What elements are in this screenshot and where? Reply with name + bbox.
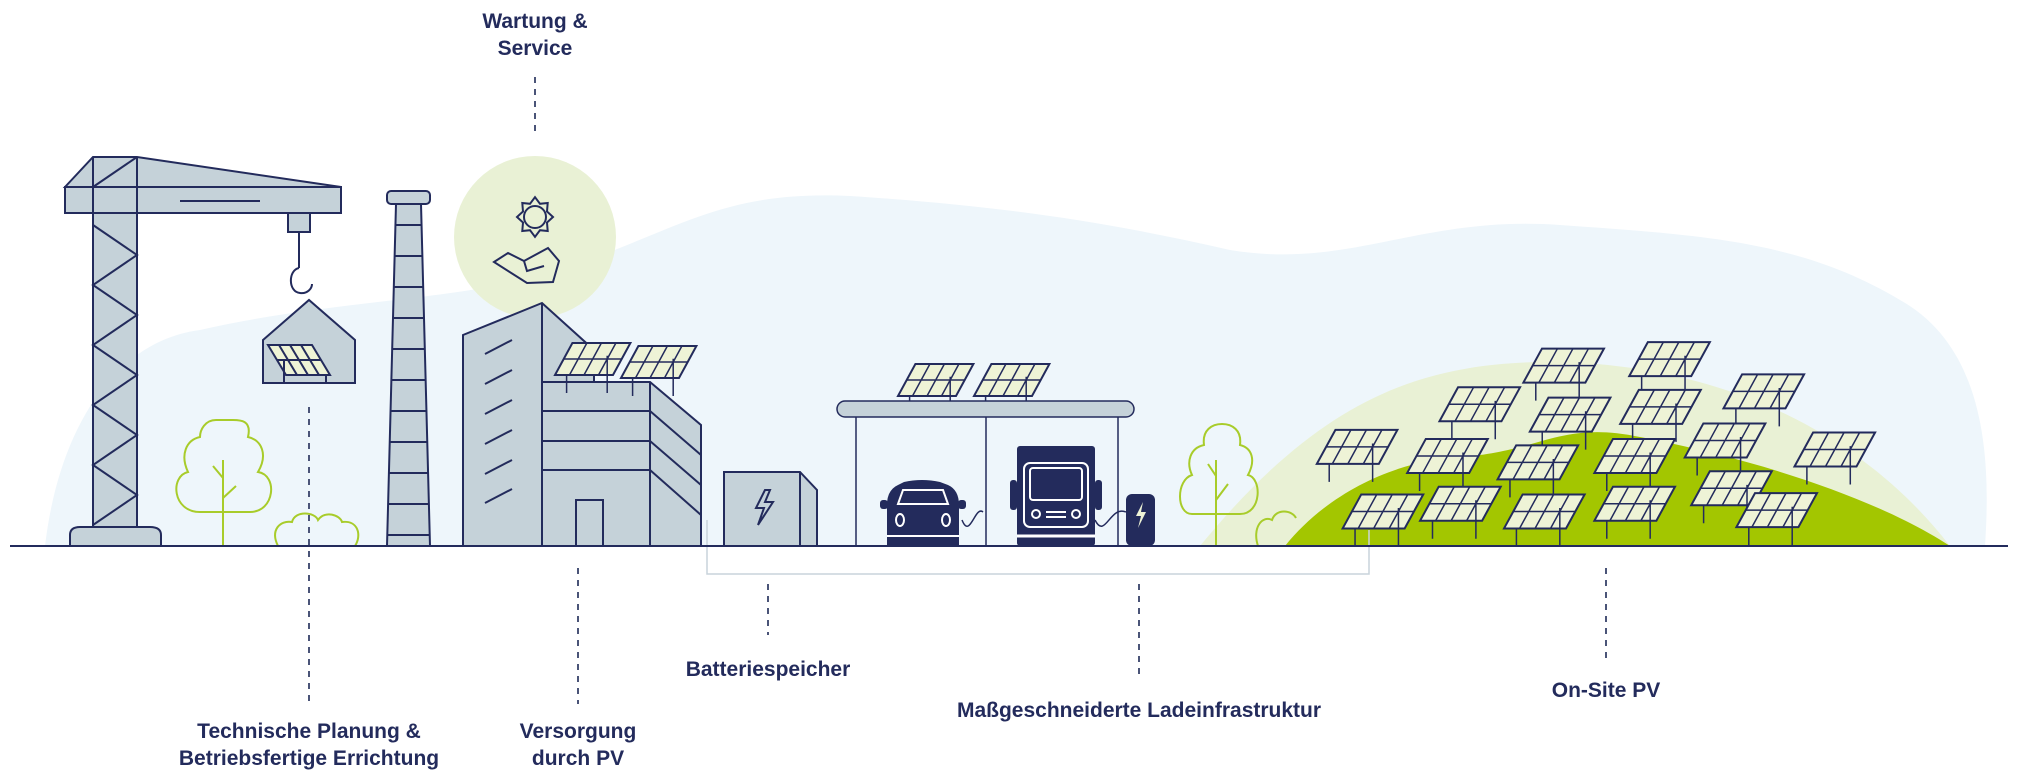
solar-panel xyxy=(896,363,976,412)
car-icon xyxy=(880,480,966,546)
label-technische-planung: Technische Planung & Betriebsfertige Err… xyxy=(179,718,439,772)
maintenance-circle xyxy=(454,156,616,318)
solar-panel xyxy=(1618,388,1703,442)
solar-panel xyxy=(553,342,633,393)
lightning-icon xyxy=(754,489,775,526)
label-wartung-service: Wartung & Service xyxy=(482,8,587,62)
label-line: Wartung & xyxy=(482,10,588,33)
label-line: Versorgung xyxy=(519,720,637,743)
carport xyxy=(836,400,1135,546)
solar-panel xyxy=(1437,386,1522,440)
solar-panel xyxy=(1592,485,1677,539)
solar-panel xyxy=(1721,373,1806,427)
tree-right xyxy=(1179,422,1297,547)
label-line: Betriebsfertige Errichtung xyxy=(178,747,440,770)
tree-left xyxy=(175,419,360,547)
label-line: Service xyxy=(497,37,573,60)
lightning-icon xyxy=(1136,502,1146,528)
dashed-pointers xyxy=(308,77,1607,704)
solar-panel xyxy=(1315,428,1400,482)
battery-storage xyxy=(723,471,818,547)
solar-panel xyxy=(1528,396,1613,450)
solar-panel xyxy=(972,363,1052,412)
solar-panel xyxy=(1340,493,1425,547)
solar-panel xyxy=(619,345,699,396)
solar-panel xyxy=(1592,437,1677,491)
label-versorgung-pv: Versorgung durch PV xyxy=(520,718,637,772)
label-batteriespeicher: Batteriespeicher xyxy=(685,658,851,681)
label-line: Technische Planung & xyxy=(197,720,421,743)
solar-panel xyxy=(1683,422,1768,476)
solar-panel xyxy=(1418,485,1503,539)
crane xyxy=(62,156,356,547)
label-line: durch PV xyxy=(531,747,625,770)
solar-panel xyxy=(1627,341,1712,395)
chimney xyxy=(385,190,432,547)
solar-panel xyxy=(1521,347,1606,401)
solar-panel xyxy=(1734,492,1819,546)
solar-panel xyxy=(1495,444,1580,498)
solar-panel xyxy=(1502,493,1587,547)
solar-panel xyxy=(1792,431,1877,485)
label-ladeinfrastruktur: Maßgeschneiderte Ladeinfrastruktur xyxy=(956,699,1322,722)
gear-icon xyxy=(515,195,555,239)
hand-icon xyxy=(492,246,561,285)
label-on-site-pv: On-Site PV xyxy=(1551,679,1661,702)
solar-panel xyxy=(1405,437,1490,491)
charging-station xyxy=(961,494,1155,546)
truck-icon xyxy=(1010,446,1102,546)
